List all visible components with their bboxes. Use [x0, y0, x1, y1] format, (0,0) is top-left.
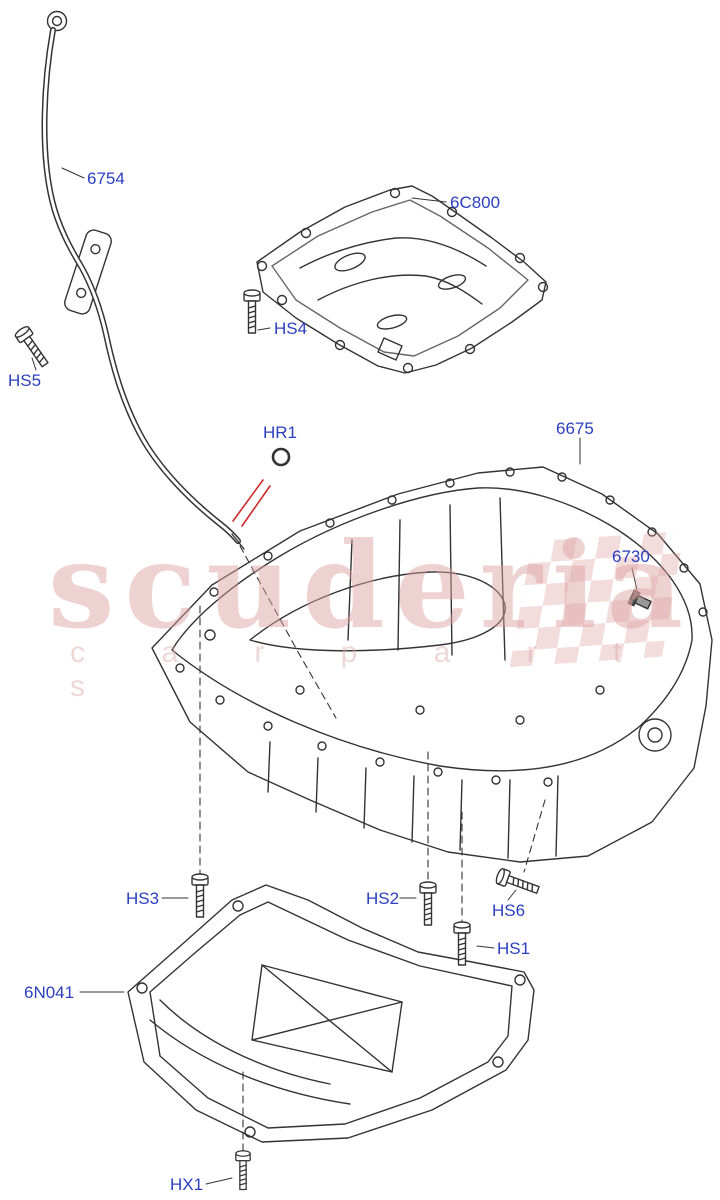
- part-label-6675[interactable]: 6675: [556, 419, 594, 438]
- part-label-hs2[interactable]: HS2: [366, 889, 400, 908]
- part-label-hs3[interactable]: HS3: [126, 889, 160, 908]
- bolt-hx1-drawing: [235, 1150, 251, 1191]
- o-ring-drawing: [271, 447, 291, 467]
- bolt-hs5-drawing: [13, 324, 53, 370]
- lower-cover-drawing: [127, 884, 535, 1143]
- part-label-hs6[interactable]: HS6: [492, 901, 526, 920]
- drain-plug-drawing: [627, 589, 652, 610]
- part-label-6730[interactable]: 6730: [612, 547, 650, 566]
- bolt-hs4-drawing: [243, 289, 261, 334]
- part-label-hs5[interactable]: HS5: [8, 371, 42, 390]
- bolt-hs2-drawing: [419, 881, 437, 926]
- part-label-6754[interactable]: 6754: [87, 169, 125, 188]
- bolt-hs6-drawing: [494, 867, 542, 899]
- assembly-dashed-lines: [199, 545, 546, 1153]
- part-label-6c800[interactable]: 6C800: [450, 193, 501, 212]
- part-label-hs4[interactable]: HS4: [274, 319, 308, 338]
- red-pointer-lines: [232, 479, 271, 527]
- part-label-6n041[interactable]: 6N041: [24, 983, 75, 1002]
- leader-lines: [31, 167, 638, 1185]
- part-label-hr1[interactable]: HR1: [263, 423, 298, 442]
- part-label-hs1[interactable]: HS1: [497, 939, 531, 958]
- dipstick-drawing: [41, 10, 245, 550]
- oil-pan-drawing: [151, 466, 713, 863]
- part-label-hx1[interactable]: HX1: [170, 1175, 204, 1194]
- baffle-plate-drawing: [256, 185, 549, 374]
- bolt-hs3-drawing: [191, 873, 209, 918]
